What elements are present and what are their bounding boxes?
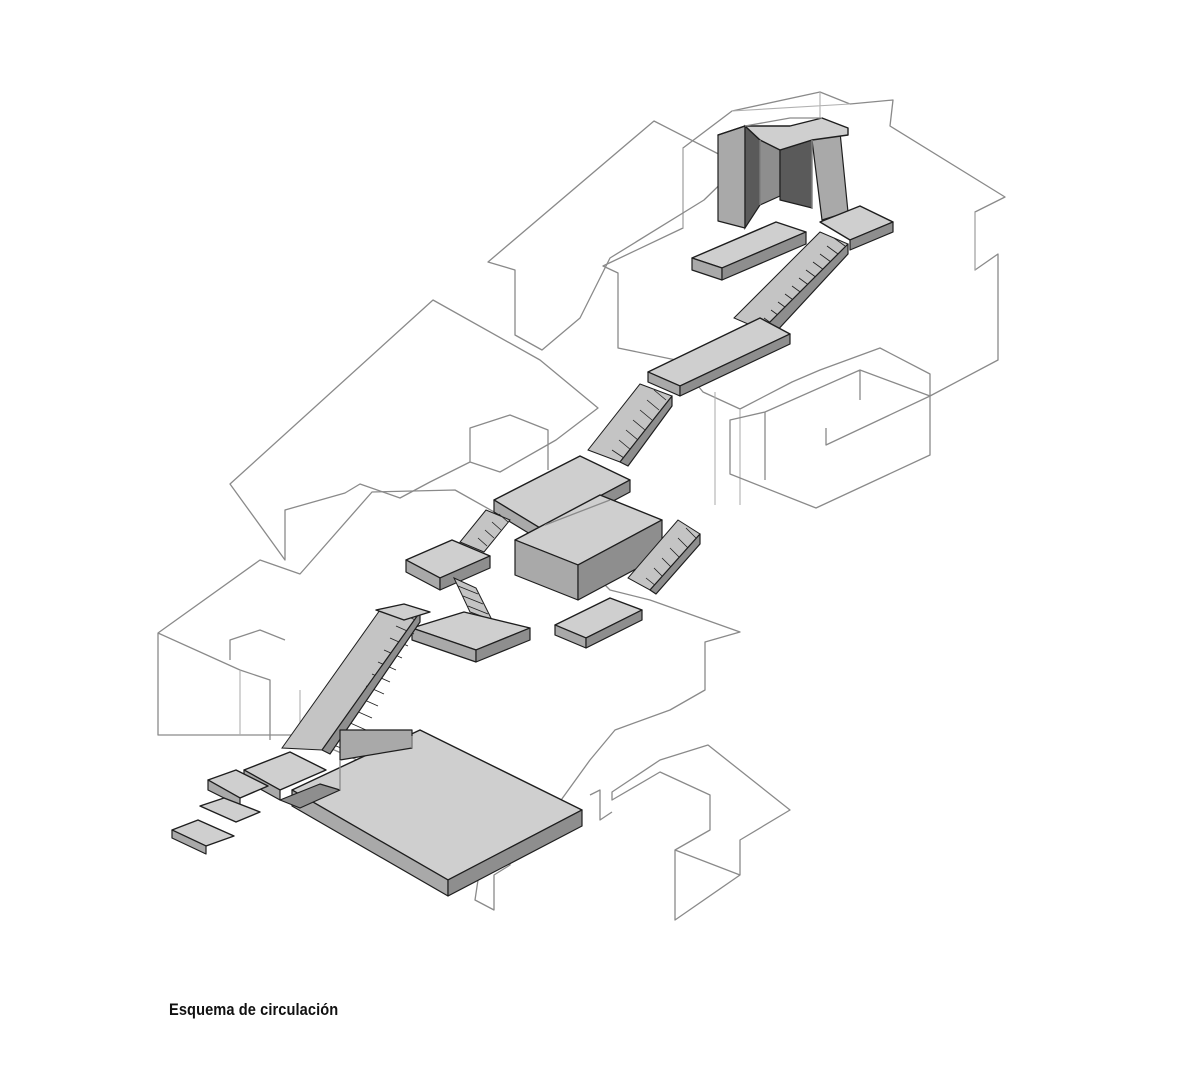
middle-left-building-outline [487,120,741,351]
right-annex-outline [729,369,931,509]
stair-flight-middle [587,383,673,467]
top-landing [691,221,807,281]
diagram-caption: Esquema de circulación [169,1000,339,1019]
upper-building-outline [602,91,1006,410]
stair-tower [717,117,849,231]
upper-corridor [647,317,791,397]
stair-flight-upper [733,231,849,335]
ground-platform [279,729,583,897]
central-volume [514,494,663,601]
lower-flight-top-landing [375,603,431,621]
left-middle-landing [405,539,491,591]
lower-middle-landing [411,611,531,663]
right-lower-landing [554,597,643,649]
stair-flight-right [627,519,701,595]
stair-flight-center [459,509,511,553]
bottom-right-volume-outline [589,744,791,921]
tower-landing [819,205,894,251]
middle-building-outline [229,299,599,561]
bottom-left-steps [171,751,327,855]
circulation-path [171,117,894,897]
